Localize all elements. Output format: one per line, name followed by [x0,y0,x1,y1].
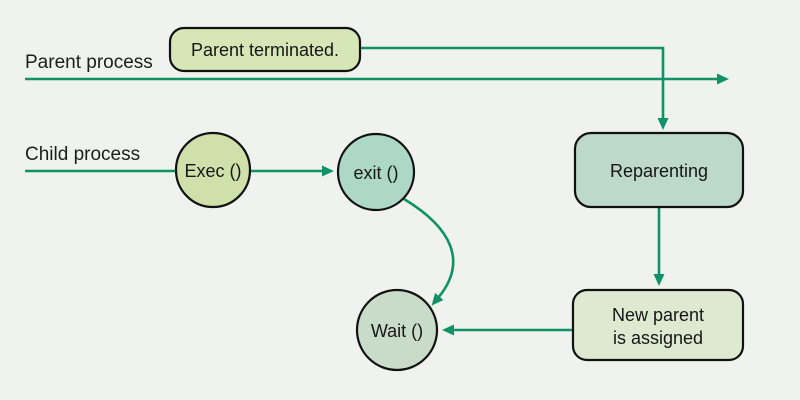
reparenting-label: Reparenting [610,161,708,181]
new-parent-node [571,288,745,362]
reparenting-node [573,131,745,209]
parent-terminated-label: Parent terminated. [191,40,339,60]
exit-node [336,132,416,212]
new-parent-label-line1: New parent [612,305,704,325]
wait-label: Wait () [371,321,423,341]
child-process-label: Child process [25,144,140,165]
parent-process-label: Parent process [25,52,153,73]
wait-node [355,288,439,372]
edge-exit-to-wait-curve [403,197,455,306]
new-parent-label-line2: is assigned [613,328,703,348]
edge-terminated-to-reparenting [360,46,669,130]
exit-label: exit () [354,163,399,183]
exec-node [174,131,252,209]
parent-terminated-node [168,26,362,73]
exec-label: Exec () [184,161,241,181]
